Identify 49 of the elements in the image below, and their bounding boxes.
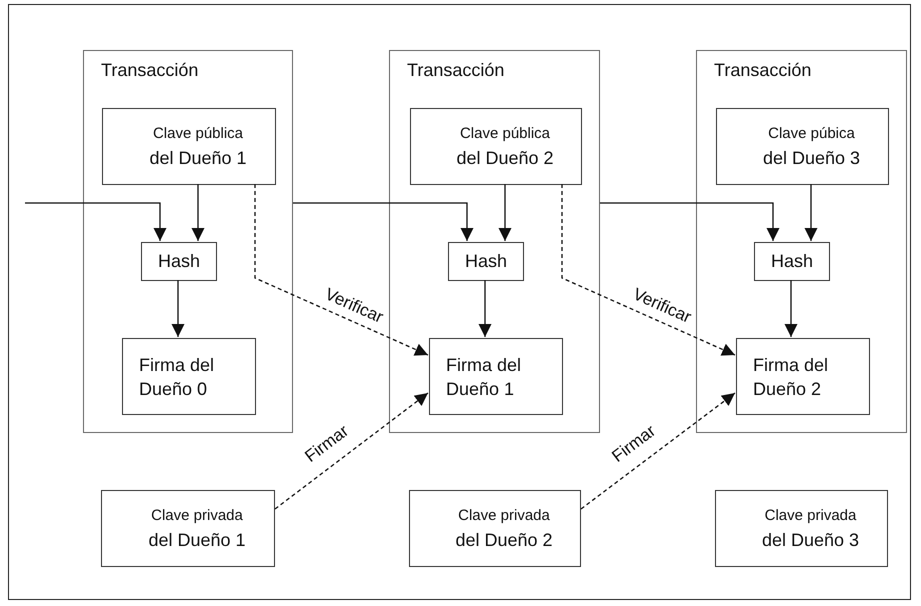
arrow — [478, 280, 492, 337]
key-owner: del Dueño 3 — [760, 528, 860, 552]
key-owner: del Dueño 2 — [455, 146, 554, 170]
dashed-arrow — [561, 184, 736, 356]
key-box — [410, 108, 582, 185]
arrow — [784, 280, 798, 337]
key-title: Clave privada — [150, 506, 243, 526]
key-owner: del Dueño 1 — [147, 528, 246, 552]
dashed-arrow — [580, 392, 736, 510]
hash-text: Hash — [770, 251, 814, 272]
transaction-heading: Transacción — [407, 59, 504, 81]
arrow — [192, 184, 204, 241]
arrow — [25, 202, 166, 241]
key-box — [716, 108, 889, 185]
arrow — [804, 184, 818, 241]
signature-text: Firma del Dueño 2 — [753, 354, 830, 400]
signature-box — [736, 338, 870, 415]
arrow — [293, 202, 474, 241]
transaction-heading: Transacción — [714, 59, 812, 81]
key-title: Clave privada — [764, 506, 856, 526]
key-box — [102, 108, 276, 185]
hash-text: Hash — [464, 251, 508, 272]
arrow — [498, 184, 512, 241]
signature-text: Firma del Dueño 0 — [139, 354, 216, 400]
key-box — [101, 490, 275, 567]
transaction-box — [389, 50, 600, 433]
key-title: Clave púbica — [767, 124, 855, 144]
transaction-heading: Transacción — [101, 59, 198, 81]
signature-box — [429, 338, 563, 415]
signature-box — [122, 338, 256, 415]
arrow — [600, 202, 780, 241]
key-owner: del Dueño 1 — [148, 146, 247, 170]
key-owner: del Dueño 3 — [762, 146, 860, 170]
transaction-box — [696, 50, 907, 433]
dashed-arrow — [274, 392, 428, 510]
arrow — [172, 280, 184, 337]
key-box — [715, 490, 888, 567]
hash-box — [448, 242, 524, 281]
hash-box — [141, 242, 217, 281]
key-title: Clave pública — [458, 124, 550, 144]
key-title: Clave pública — [152, 124, 244, 144]
signature-text: Firma del Dueño 1 — [446, 354, 522, 400]
transaction-box — [83, 50, 293, 433]
hash-box — [754, 242, 830, 281]
key-box — [409, 490, 581, 567]
hash-text: Hash — [158, 251, 200, 272]
key-owner: del Dueño 2 — [454, 528, 553, 552]
key-title: Clave privada — [457, 506, 550, 526]
dashed-arrow — [254, 184, 428, 356]
